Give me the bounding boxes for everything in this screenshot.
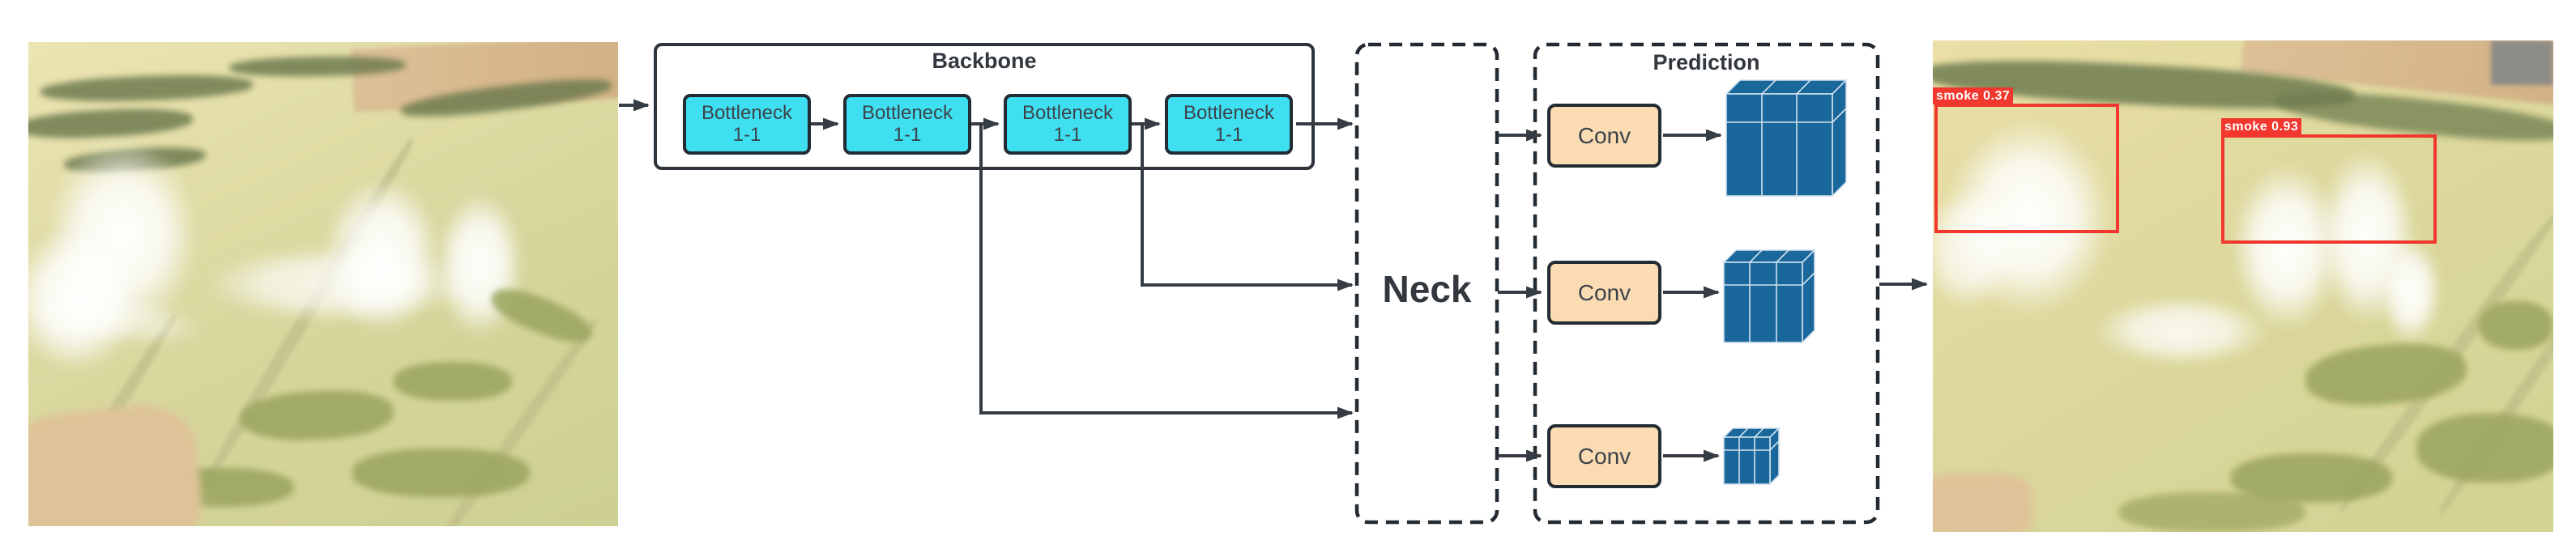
cube-top-face [1725,79,1848,95]
conv-label: Conv [1577,279,1631,305]
cube-front-face [1723,261,1803,343]
smoke-plume [1933,188,2014,311]
feature-cube-large [1725,79,1848,198]
grass-clump [2479,300,2553,351]
bottleneck-label-line2: 1-1 [1053,123,1082,146]
feature-map-cubes [1722,79,1848,486]
smoke-plume [2379,236,2442,346]
dry-grass-patch [28,400,207,526]
conv-block-2: Conv [1547,261,1661,325]
cube-grid-lines [1724,249,1815,342]
prediction-title: Prediction [1653,50,1760,74]
bottleneck-label-line1: Bottleneck [1183,101,1275,124]
conv-label: Conv [1577,443,1631,469]
cube-grid-lines [1724,427,1780,484]
cube-top-face [1722,249,1816,263]
feature-cube-small [1722,427,1781,486]
bottleneck-label-line2: 1-1 [893,123,922,146]
cube-side-face [1802,249,1815,344]
detection-label: smoke 0.37 [1933,87,2014,104]
bottleneck-label-line1: Bottleneck [1021,101,1114,124]
conv-block-1: Conv [1547,104,1661,168]
bottleneck-label-line2: 1-1 [732,123,761,146]
bottleneck-label-line2: 1-1 [1214,123,1243,146]
bottleneck-block-1: Bottleneck 1-1 [683,94,811,155]
input-field-image [28,42,618,526]
conv-block-3: Conv [1547,424,1661,488]
grass-clump [2118,492,2305,532]
smoke-trail [205,245,471,323]
backbone-title: Backbone [932,49,1037,73]
cube-front-face [1725,93,1833,197]
bottleneck-label-line1: Bottleneck [701,101,793,124]
neck-label: Neck [1382,268,1472,310]
bottleneck-block-3: Bottleneck 1-1 [1004,94,1132,155]
dry-grass-patch [1933,473,2032,532]
cube-side-face [1769,427,1780,486]
conv-label: Conv [1577,122,1631,148]
cube-front-face [1723,436,1771,485]
detection-box-smoke-2 [2221,134,2437,244]
grass-clump [352,449,530,498]
detection-box-smoke-1 [1934,104,2119,233]
grass-clump [2416,414,2553,483]
dark-corner-patch [2491,40,2553,85]
output-detection-image: smoke 0.37 smoke 0.93 [1933,40,2553,532]
cube-grid-lines [1726,79,1847,196]
grass-clump [394,361,512,401]
cube-side-face [1832,79,1847,198]
bottleneck-block-2: Bottleneck 1-1 [843,94,971,155]
bottleneck-label-line1: Bottleneck [861,101,953,124]
cube-top-face [1722,427,1781,438]
detection-label: smoke 0.93 [2221,118,2302,135]
bottleneck-block-4: Bottleneck 1-1 [1165,94,1293,155]
feature-cube-medium [1722,249,1816,344]
